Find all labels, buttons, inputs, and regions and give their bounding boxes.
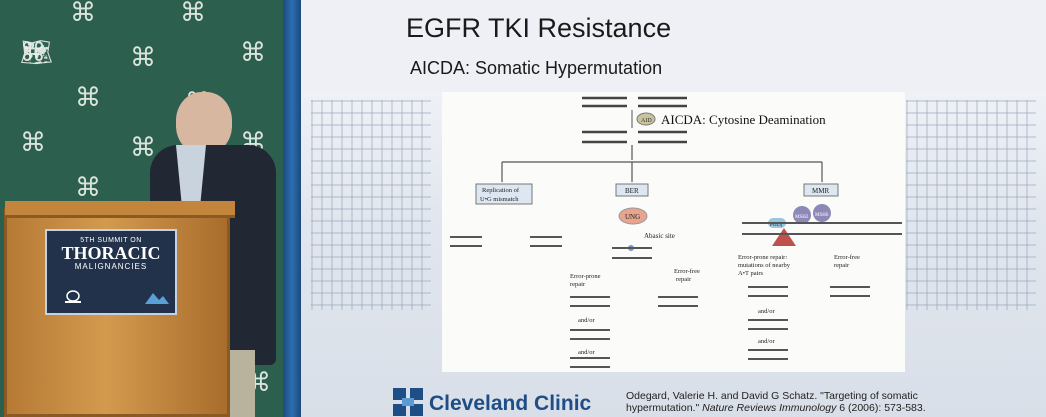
summit-logo-icon: 🗺: [20, 38, 54, 68]
pol-eta-label: POLη: [770, 223, 782, 228]
summit-logo-icon: ⌘: [70, 0, 96, 28]
mmr-andor-1: and/or: [758, 308, 775, 315]
mmr-error-free-repair: repair: [834, 262, 850, 269]
msh6-label: MSH6: [815, 213, 829, 218]
ber-error-prone: Error-prone: [570, 273, 601, 280]
ber-dna: [612, 247, 652, 259]
plaque-line-1: 5TH SUMMIT ON: [80, 237, 142, 244]
box-mmr: [803, 183, 839, 197]
plaque-logos: [65, 290, 169, 304]
abasic-label: Abasic site: [644, 232, 675, 240]
mmr-dna: [742, 222, 902, 235]
ung-label: UNG: [625, 213, 640, 221]
presentation-slide: EGFR TKI Resistance AICDA: Somatic Hyper…: [301, 0, 1046, 417]
box-ber-label: BER: [625, 187, 639, 195]
box-replication-label: Replication of: [482, 187, 520, 194]
aid-badge: [636, 112, 656, 126]
slide-title: EGFR TKI Resistance: [406, 13, 672, 43]
mmr-andor-2: and/or: [758, 338, 775, 345]
cleveland-clinic-logo-icon: [393, 388, 423, 416]
mmr-error-free: Error-free: [834, 254, 860, 261]
ber-andor-2: and/or: [578, 349, 595, 356]
summit-logo-icon: ⌘: [240, 38, 266, 68]
podium: 5TH SUMMIT ON THORACIC MALIGNANCIES: [4, 201, 235, 417]
citation: Odegard, Valerie H. and David G Schatz. …: [626, 390, 1036, 414]
cleveland-clinic-wordmark: Cleveland Clinic: [429, 392, 592, 415]
summit-logo-icon: ⌘: [180, 0, 206, 28]
citation-journal: Nature Reviews Immunology: [702, 402, 837, 414]
mmr-products: [748, 286, 870, 360]
mmr-error-prone-3: A•T pairs: [738, 270, 764, 277]
exo-triangle: [772, 228, 796, 246]
replication-products: [450, 236, 562, 247]
speaker-head: [176, 92, 232, 154]
mountain-logo-icon: [145, 293, 169, 304]
citation-line-1: Odegard, Valerie H. and David G Schatz. …: [626, 390, 918, 402]
summit-logo-icon: ⌘: [75, 83, 101, 113]
podium-top: [5, 201, 235, 218]
msh6: [813, 204, 831, 222]
building-left: [311, 100, 431, 310]
slide-subtitle: AICDA: Somatic Hypermutation: [410, 58, 663, 78]
ber-andor-1: and/or: [578, 317, 595, 324]
ber-error-prone-repair: repair: [570, 281, 586, 288]
aid-badge-label: AID: [641, 118, 652, 124]
podium-plaque: 5TH SUMMIT ON THORACIC MALIGNANCIES: [45, 229, 177, 315]
ber-error-free-repair: repair: [676, 276, 692, 283]
citation-line-2: hypermutation." Nature Reviews Immunolog…: [626, 402, 1036, 414]
plaque-line-2: THORACIC: [61, 243, 161, 263]
ber-error-free: Error-free: [674, 268, 700, 275]
citation-part-3: 6 (2006): 573-583.: [836, 402, 926, 414]
summit-logo-icon: ⌘: [130, 43, 156, 73]
summit-logo-icon: ⌘: [75, 173, 101, 203]
plaque-line-3: MALIGNANCIES: [74, 262, 148, 271]
box-replication-label-2: U•G mismatch: [480, 196, 519, 203]
citation-part-2: hypermutation.": [626, 402, 703, 414]
box-mmr-label: MMR: [812, 187, 829, 195]
video-divider: [283, 0, 301, 417]
aid-label: AICDA: Cytosine Deamination: [661, 112, 826, 127]
building-right: [906, 100, 1036, 310]
ber-products: [570, 296, 698, 368]
dna-top: [582, 96, 687, 144]
mmr-error-prone-2: mutations of nearby: [738, 262, 791, 269]
branch-lines: [501, 161, 823, 182]
box-ber: [615, 183, 649, 197]
aicda-diagram: AID AICDA: Cytosine Deamination Replicat…: [442, 92, 905, 372]
box-replication: [475, 183, 533, 205]
msh2-label: MSH2: [795, 215, 809, 220]
summit-logo-icon: ⌘: [20, 128, 46, 158]
ung-enzyme: [618, 207, 648, 225]
mmr-error-prone-1: Error-prone repair:: [738, 254, 787, 261]
summit-logo-icon: [65, 290, 81, 303]
summit-logo-icon: ⌘: [20, 38, 46, 68]
msh2: [793, 206, 811, 224]
aicda-diagram-svg: AID AICDA: Cytosine Deamination Replicat…: [450, 96, 902, 368]
summit-logo-icon: ⌘: [130, 133, 156, 163]
